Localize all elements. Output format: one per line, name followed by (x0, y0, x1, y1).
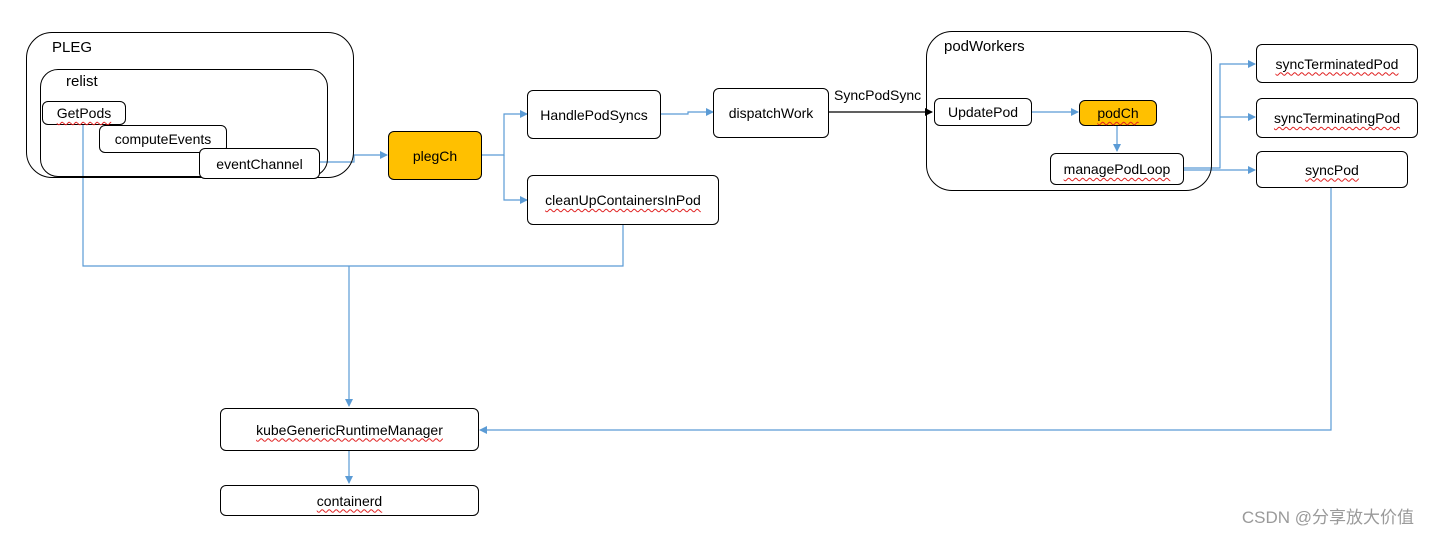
node-podch-label: podCh (1097, 105, 1139, 121)
node-podch[interactable]: podCh (1079, 100, 1157, 126)
node-cleanupcontainersinpod-label: cleanUpContainersInPod (545, 192, 701, 208)
edge-plegch-cleanupcontainersinpod (503, 155, 528, 204)
node-containerd-label: containerd (316, 492, 383, 509)
node-managepodloop-label: managePodLoop (1063, 161, 1171, 177)
group-podworkers (926, 31, 1212, 191)
node-handlepodsyncs[interactable]: HandlePodSyncs (527, 90, 661, 139)
node-getpods[interactable]: GetPods (42, 101, 126, 125)
node-dispatchwork[interactable]: dispatchWork (713, 88, 829, 138)
node-kubegenericruntimemanager[interactable]: kubeGenericRuntimeManager (220, 408, 479, 451)
group-podworkers-label: podWorkers (944, 38, 1025, 55)
node-getpods-label: GetPods (56, 105, 112, 121)
node-syncterminatingpod[interactable]: syncTerminatingPod (1256, 98, 1418, 138)
node-cleanupcontainersinpod[interactable]: cleanUpContainersInPod (527, 175, 719, 225)
node-eventchannel[interactable]: eventChannel (199, 148, 320, 179)
group-pleg (26, 32, 354, 178)
node-computeevents-label: computeEvents (114, 131, 212, 147)
node-syncterminatedpod-label: syncTerminatedPod (1275, 55, 1399, 72)
edge-syncpod-runtime (479, 187, 1332, 434)
node-eventchannel-label: eventChannel (216, 155, 303, 172)
node-syncterminatingpod-label: syncTerminatingPod (1273, 110, 1401, 126)
watermark: CSDN @分享放大价值 (1241, 508, 1414, 527)
group-relist-label: relist (66, 73, 98, 90)
node-computeevents[interactable]: computeEvents (99, 125, 227, 153)
group-pleg-label: PLEG (52, 39, 93, 56)
node-updatepod-label: UpdatePod (947, 104, 1019, 120)
node-syncpod[interactable]: syncPod (1256, 151, 1408, 188)
edge-handlepodsyncs-dispatchwork (660, 108, 714, 116)
edge-getpods-runtime (82, 124, 624, 406)
node-managepodloop[interactable]: managePodLoop (1050, 153, 1184, 185)
edge-plegch-handlepodsyncs (482, 110, 528, 156)
node-updatepod[interactable]: UpdatePod (934, 98, 1032, 126)
node-syncterminatedpod[interactable]: syncTerminatedPod (1256, 44, 1418, 83)
node-handlepodsyncs-label: HandlePodSyncs (540, 106, 648, 123)
node-dispatchwork-label: dispatchWork (728, 105, 814, 121)
node-syncpod-label: syncPod (1305, 161, 1359, 178)
node-plegch-label: plegCh (412, 147, 458, 164)
node-kubegenericruntimemanager-label: kubeGenericRuntimeManager (256, 421, 443, 438)
node-containerd[interactable]: containerd (220, 485, 479, 516)
group-relist (40, 69, 328, 177)
node-plegch[interactable]: plegCh (388, 131, 482, 180)
edge-label-syncpodsync: SyncPodSync (834, 87, 922, 103)
